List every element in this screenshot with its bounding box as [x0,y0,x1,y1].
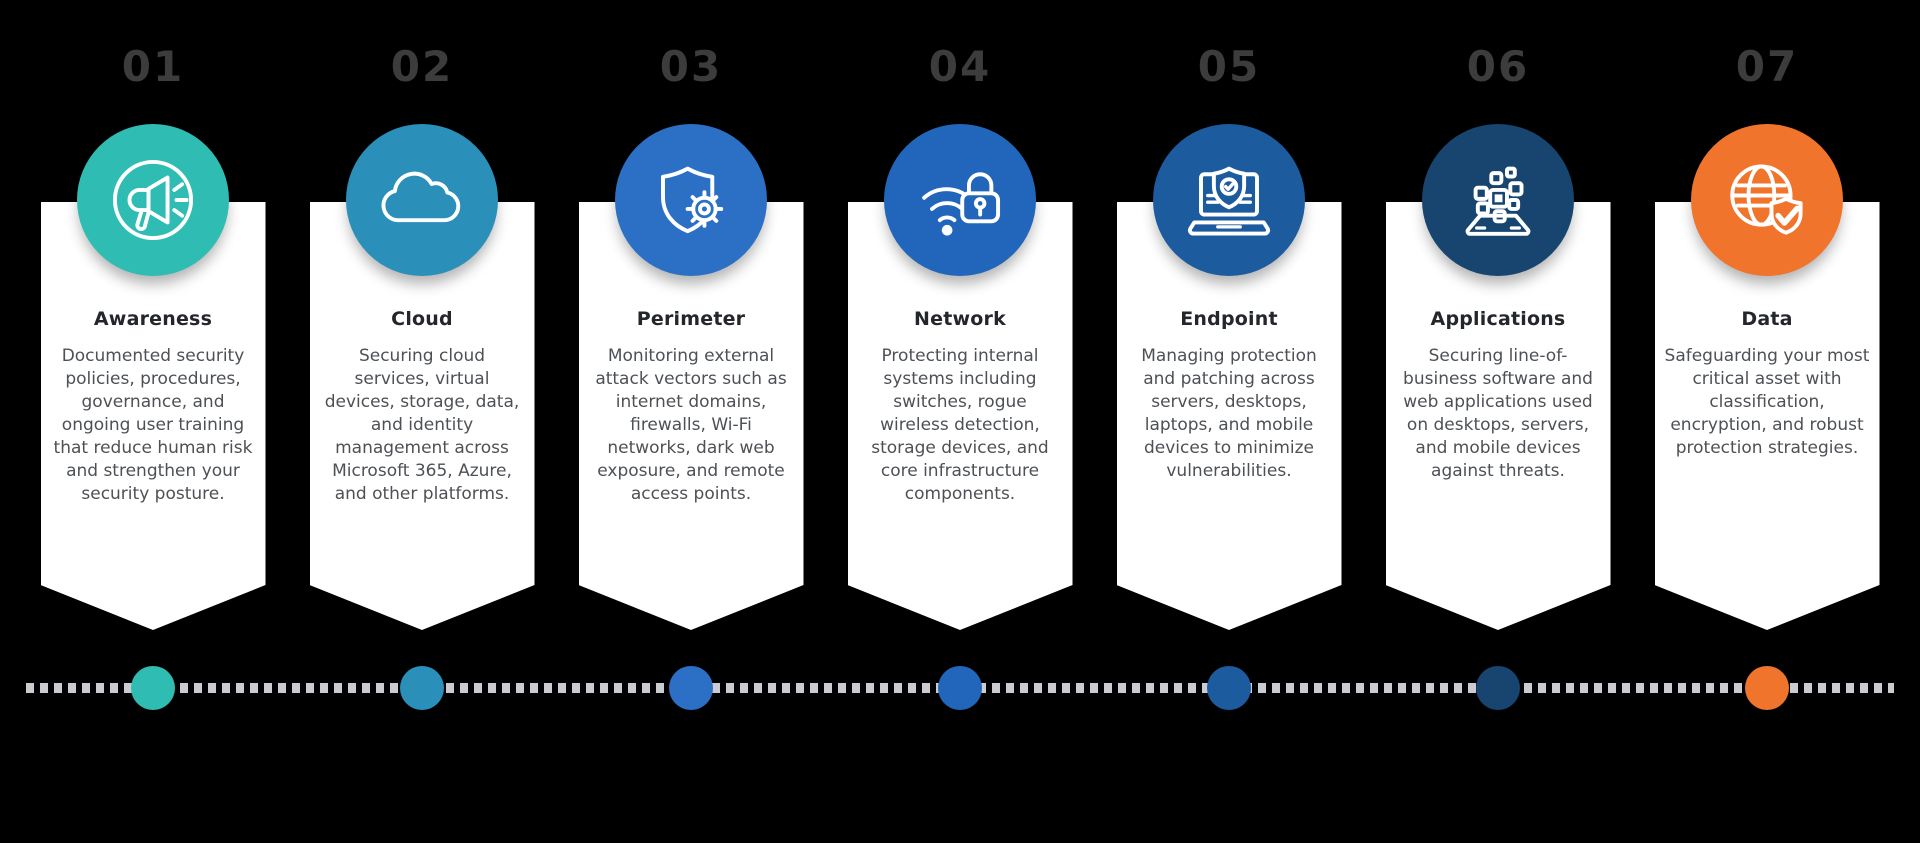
layer-column: 01 Awareness Documented security policie… [41,0,266,843]
wifi-lock-icon [904,144,1016,256]
layer-column: 04 Network Protecting internal systems i… [848,0,1073,843]
laptop-shield-icon [1173,144,1285,256]
timeline-dot [400,666,444,710]
layer-title: Endpoint [1180,308,1278,330]
timeline-dot [669,666,713,710]
megaphone-icon [97,144,209,256]
layer-icon-circle [346,124,498,276]
layer-column: 06 Applications Securing line-of-busines… [1386,0,1611,843]
layer-column: 07 Data Safeguarding your most critical … [1655,0,1880,843]
layer-description: Managing protection and patching across … [1141,346,1317,481]
layer-number: 07 [1735,42,1799,91]
layer-icon-circle [1691,124,1843,276]
layer-number: 01 [121,42,185,91]
layer-number: 04 [928,42,992,91]
layer-number: 06 [1466,42,1530,91]
layer-icon-circle [77,124,229,276]
layer-title: Network [914,308,1006,330]
layer-description: Safeguarding your most critical asset wi… [1664,346,1870,458]
timeline-dot [131,666,175,710]
layer-description: Securing line-of-business software and w… [1403,346,1593,481]
globe-check-icon [1711,144,1823,256]
layer-icon-circle [884,124,1036,276]
shield-gear-icon [635,144,747,256]
layer-title: Applications [1430,308,1566,330]
layer-number: 03 [659,42,723,91]
layer-title: Cloud [391,308,453,330]
timeline-dot [1476,666,1520,710]
layer-description: Protecting internal systems including sw… [871,346,1049,504]
layer-title: Perimeter [636,308,746,330]
layer-title: Awareness [93,308,213,330]
layer-title: Data [1741,308,1793,330]
layer-description: Securing cloud services, virtual devices… [324,346,520,504]
layer-number: 02 [390,42,454,91]
layer-column: 02 Cloud Securing cloud services, virtua… [310,0,535,843]
layer-column: 03 Perimeter Monitoring external attack … [579,0,804,843]
layer-card: Data Safeguarding your most critical ass… [1655,202,1880,630]
layer-description: Monitoring external attack vectors such … [595,346,787,504]
cloud-icon [366,144,478,256]
timeline-dot [938,666,982,710]
layer-icon-circle [615,124,767,276]
timeline-dot [1207,666,1251,710]
apps-tablet-icon [1442,144,1554,256]
layer-description: Documented security policies, procedures… [53,346,253,504]
layer-icon-circle [1153,124,1305,276]
layer-number: 05 [1197,42,1261,91]
layer-column: 05 Endpoint Managing protection and patc… [1117,0,1342,843]
layer-icon-circle [1422,124,1574,276]
timeline-dot [1745,666,1789,710]
